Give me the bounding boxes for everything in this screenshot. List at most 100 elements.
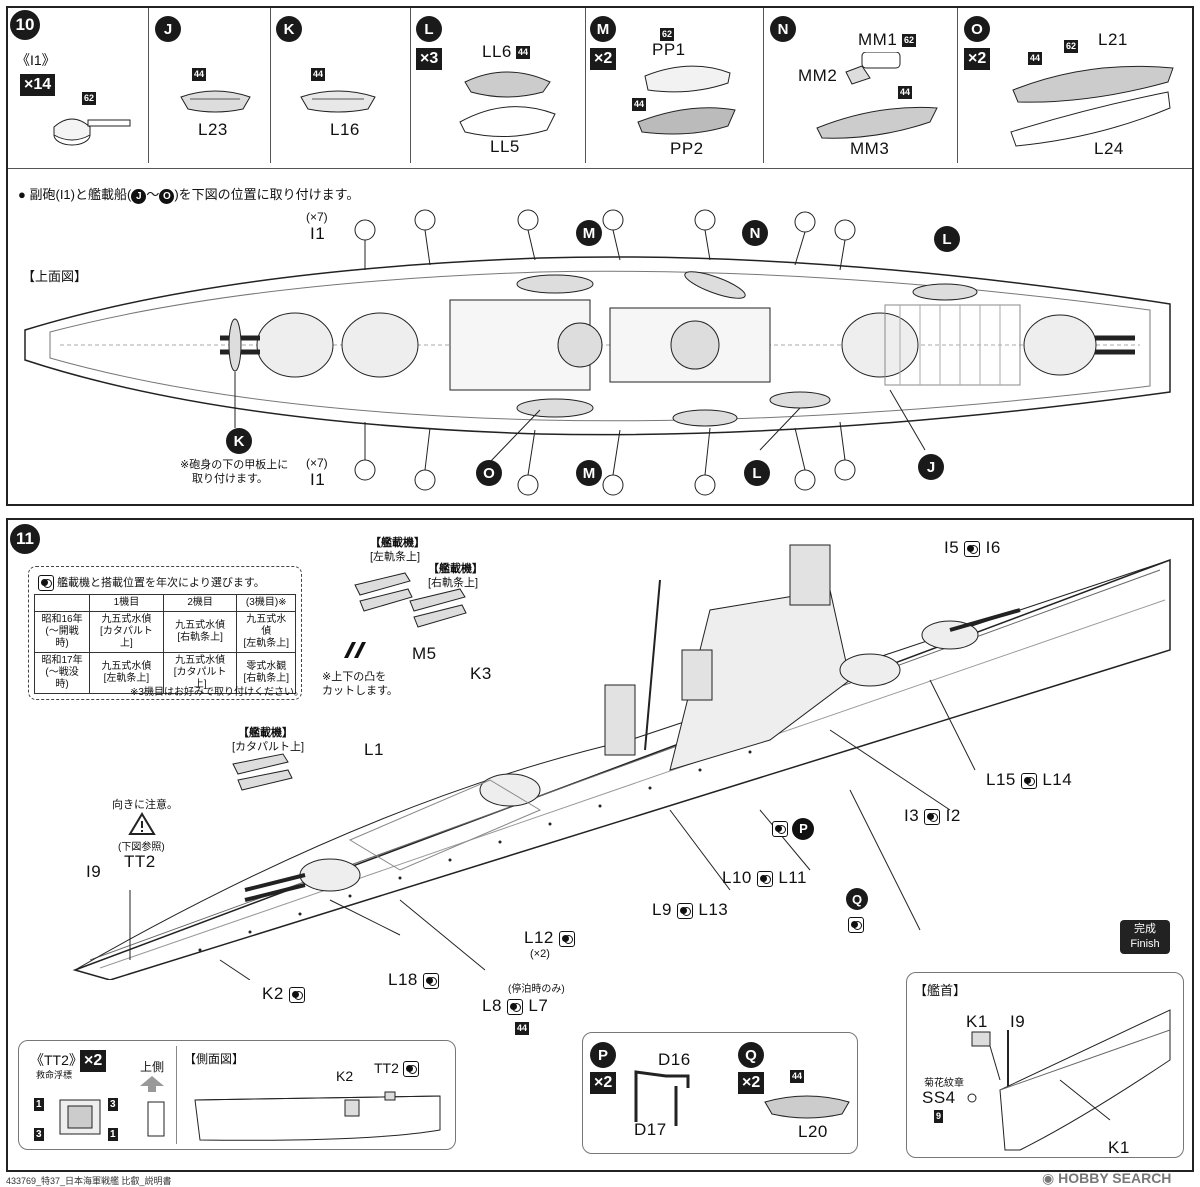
up-arrow-icon: [140, 1076, 164, 1092]
cut-note-line2: カットします。: [322, 685, 398, 697]
label-k3: K3: [470, 664, 492, 683]
label-l18-text: L18: [388, 970, 418, 989]
side-view-k2: K2: [336, 1068, 354, 1084]
label-l14: L14: [1042, 770, 1073, 789]
label-l24: L24: [1094, 139, 1124, 158]
step11-frame: [6, 518, 1194, 1172]
ll6-tag: 44: [516, 46, 531, 59]
step11-number: 11: [10, 524, 40, 554]
label-l8-l7: L8 L7: [482, 996, 548, 1016]
label-l11: L11: [778, 868, 807, 887]
i1-multiplier: ×14: [20, 74, 56, 96]
table-cell: 昭和17年 (〜戦没時): [33, 652, 91, 694]
label-mm1: MM1: [858, 30, 898, 49]
table-cell: 九五式水偵 [左軌条上]: [236, 611, 296, 653]
cut-icon: [344, 642, 366, 658]
plane-choice-note: 艦載機と搭載位置を年次により選びます。: [38, 574, 265, 592]
davit-drawing: [634, 1070, 690, 1126]
label-d17: D17: [634, 1120, 667, 1139]
inline-marker-O: O: [159, 189, 175, 204]
o-tag-62: 62: [1064, 40, 1079, 53]
label-ll5: LL5: [490, 137, 520, 156]
plane-right-sub: [右軌条上]: [428, 577, 479, 589]
tt2-num-1: 1: [34, 1098, 44, 1111]
bow-kiku: 菊花紋章: [924, 1078, 964, 1089]
marker-M-bottom: M: [576, 460, 602, 486]
boat-l23-drawing: [180, 90, 251, 113]
step10-instruction: ● 副砲(I1)と艦載船(J〜O)を下図の位置に取り付けます。: [18, 184, 359, 204]
cut-note-line1: ※上下の凸を: [322, 671, 387, 683]
m-multiplier: ×2: [590, 48, 617, 70]
pq-marker-P: P: [590, 1042, 616, 1068]
marker-N-header: N: [770, 16, 796, 42]
instruction-tilde: 〜: [146, 187, 160, 202]
plane-right-title: 【艦載機】: [428, 563, 483, 575]
label-ll6: LL6: [482, 42, 512, 61]
label-l13: L13: [698, 900, 729, 919]
divider: [148, 8, 149, 163]
label-i5-i6: I5 I6: [944, 538, 1001, 558]
marker-M-header: M: [590, 16, 616, 42]
instruction-text-a: 副砲(I1)と艦載船(: [29, 187, 132, 202]
finish-text-en: Finish: [1130, 938, 1160, 950]
divider: [763, 8, 764, 163]
label-d16: D16: [658, 1050, 691, 1069]
divider: [270, 8, 271, 163]
divider: [410, 8, 411, 163]
bow-i9: I9: [1010, 1012, 1026, 1031]
label-l9: L9: [652, 900, 672, 919]
plane-choice-table: 1機目 2機目 (3機目)※ 昭和16年 (〜開戦時) 九五式水偵 [カタパルト…: [33, 594, 296, 694]
caution-text: 向きに注意。: [112, 799, 178, 811]
label-i5: I5: [944, 538, 960, 557]
pq-marker-Q: Q: [738, 1042, 764, 1068]
o-multiplier: ×2: [964, 48, 991, 70]
marker-K-header: K: [276, 16, 302, 42]
divider: [957, 8, 958, 163]
table-row: 昭和16年 (〜開戦時) 九五式水偵 [カタパルト上] 九五式水偵 [右軌条上]…: [33, 611, 296, 653]
marker-L-bottom: L: [744, 460, 770, 486]
marker-N-top: N: [742, 220, 768, 246]
i1-count-bottom: (×7): [306, 456, 328, 470]
top-view-label: 【上面図】: [22, 269, 88, 284]
side-view-tt2: TT2: [374, 1060, 419, 1078]
label-l7: L7: [528, 996, 549, 1015]
marker-O-bottom: O: [476, 460, 502, 486]
tt2-num-3b: 3: [34, 1128, 44, 1141]
label-l10-l11: L10 L11: [722, 868, 807, 888]
table-row: 1機目 2機目 (3機目)※: [33, 594, 296, 612]
label-i9: I9: [86, 862, 102, 881]
label-l9-l13: L9 L13: [652, 900, 728, 920]
marker-L-header: L: [416, 16, 442, 42]
footer-doc-id: 433769_特37_日本海軍戦艦 比叡_説明書: [6, 1176, 172, 1186]
label-tt2: TT2: [124, 852, 156, 871]
bow-box: [906, 972, 1184, 1158]
marker-O-header: O: [964, 16, 990, 42]
side-view-tt2-text: TT2: [374, 1060, 399, 1076]
j-tag: 44: [192, 68, 207, 81]
table-cell: 昭和16年 (〜開戦時): [33, 611, 91, 653]
bow-k1-bottom: K1: [1108, 1138, 1130, 1157]
boat-l16-drawing: [300, 90, 376, 113]
plane-note-text: 艦載機と搭載位置を年次により選びます。: [57, 577, 265, 589]
table-cell: 零式水観 [右軌条上]: [236, 652, 296, 694]
plane-cat-sub: [カタパルト上]: [232, 741, 305, 753]
label-k2: K2: [262, 984, 306, 1004]
finish-text-jp: 完成: [1134, 923, 1156, 935]
l8-note: (停泊時のみ): [508, 984, 565, 995]
o-tag-44: 44: [1028, 52, 1043, 65]
label-l23: L23: [198, 120, 228, 139]
boat-ll-drawing: [459, 71, 556, 137]
bow-k1-top: K1: [966, 1012, 988, 1031]
label-m5: M5: [412, 644, 437, 663]
q-multiplier: ×2: [738, 1072, 765, 1094]
label-l20: L20: [798, 1122, 828, 1141]
plane-biplanes-drawing: [354, 572, 467, 628]
i1-tag: 62: [82, 92, 97, 105]
plane-left-sub: [左軌条上]: [370, 551, 421, 563]
table-cell: 九五式水偵 [右軌条上]: [162, 611, 238, 653]
label-i6: I6: [985, 538, 1001, 557]
table-footnote: ※3機目はお好みで取り付けください。: [130, 687, 304, 698]
label-l12-text: L12: [524, 928, 554, 947]
table-cell: 九五式水偵 [左軌条上]: [89, 652, 164, 694]
marker-L-top: L: [934, 226, 960, 252]
